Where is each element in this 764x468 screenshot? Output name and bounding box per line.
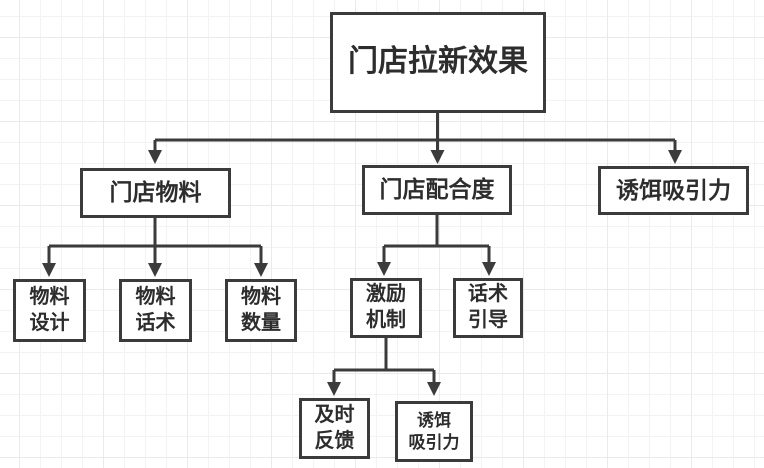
node-root-store-acquisition-effect[interactable]: 门店拉新效果 [330,12,546,113]
node-store-materials[interactable]: 门店物料 [80,168,231,218]
node-label-line2: 反馈 [314,429,355,452]
node-label: 门店配合度 [379,176,495,203]
node-material-design[interactable]: 物料 设计 [13,279,86,342]
node-label-line2: 数量 [241,311,281,334]
node-label: 门店拉新效果 [348,45,528,79]
node-label-line1: 物料 [29,285,70,308]
connector-root-to-level2 [148,112,682,164]
node-incentive-mechanism[interactable]: 激励 机制 [350,278,422,338]
node-label-line1: 话术 [468,283,508,306]
node-label-line1: 及时 [314,403,355,426]
node-label: 门店物料 [109,179,202,206]
node-label-line2: 设计 [29,311,70,334]
node-bait-attractiveness-sub[interactable]: 诱饵 吸引力 [395,401,473,462]
node-label-line1: 诱饵 [417,410,451,430]
node-label-line2: 话术 [135,311,176,334]
node-store-cooperation[interactable]: 门店配合度 [362,165,512,215]
node-label-line1: 物料 [241,285,281,308]
node-label-line2: 机制 [366,309,406,331]
node-bait-attractiveness[interactable]: 诱饵吸引力 [598,166,749,215]
connector-incentive-to-children [327,337,441,396]
node-label: 诱饵吸引力 [616,176,731,203]
node-label-line2: 引导 [468,309,508,331]
node-label-line1: 激励 [366,283,406,306]
node-material-script[interactable]: 物料 话术 [119,279,192,342]
connector-cooperation-to-children [377,215,496,276]
connector-materials-to-children [42,218,268,277]
node-script-guidance[interactable]: 话术 引导 [453,278,523,338]
node-label-line1: 物料 [135,285,176,308]
node-material-quantity[interactable]: 物料 数量 [225,279,297,342]
node-label-line2: 吸引力 [408,432,460,452]
node-timely-feedback[interactable]: 及时 反馈 [299,398,370,459]
